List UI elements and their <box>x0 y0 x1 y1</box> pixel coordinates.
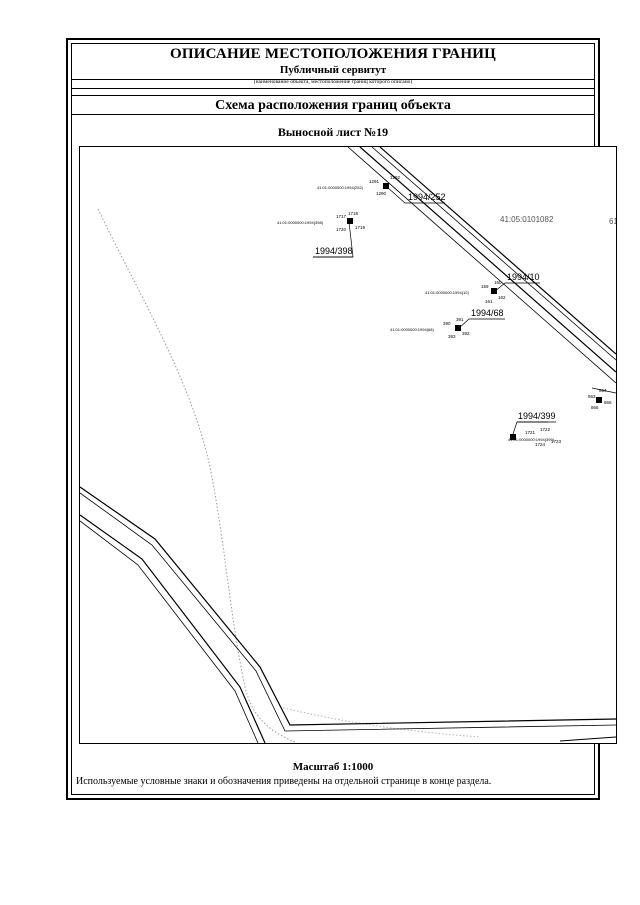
parcel-label: 1994/252 <box>408 192 446 202</box>
point-number: 1718 <box>348 211 359 216</box>
point-number: 865 <box>604 400 612 405</box>
point-number: 393 <box>448 334 456 339</box>
cadastral-number: 41:01:0000000:1994(68) <box>390 327 434 332</box>
divider <box>72 79 594 80</box>
point-number: 391 <box>456 317 464 322</box>
cadastral-block-label: 41:05:0101082 <box>500 215 554 224</box>
boundary-point-marker <box>455 325 461 331</box>
cadastral-edge-label: 61 <box>609 217 616 226</box>
road-edge-line <box>80 514 266 743</box>
cadastral-number: 41:01:0000000:1994(252) <box>317 185 364 190</box>
boundary-map: 41:05:0101082 61 1994/252 41:01:0000000:… <box>79 146 617 744</box>
boundary-point-marker <box>491 288 497 294</box>
point-number: 866 <box>591 405 599 410</box>
leader-line <box>493 282 540 293</box>
road-edge-line <box>559 736 616 742</box>
divider <box>72 95 594 96</box>
object-caption: (наименование объекта, местоположение гр… <box>253 79 413 85</box>
parcel-label: 1994/68 <box>471 308 504 318</box>
document-frame: ОПИСАНИЕ МЕСТОПОЛОЖЕНИЯ ГРАНИЦ Публичный… <box>66 38 617 800</box>
point-number: 159 <box>481 284 489 289</box>
boundary-point-marker <box>347 218 353 224</box>
point-number: 162 <box>498 295 506 300</box>
dotted-boundary-line <box>279 706 481 738</box>
object-type: Публичный сервитут <box>279 64 387 76</box>
parcel-label: 1994/398 <box>315 246 353 256</box>
document-inner-frame: ОПИСАНИЕ МЕСТОПОЛОЖЕНИЯ ГРАНИЦ Публичный… <box>71 43 617 795</box>
dotted-boundary-line <box>97 208 296 743</box>
leader-line <box>457 318 505 330</box>
point-number: 390 <box>443 321 451 326</box>
document-title: ОПИСАНИЕ МЕСТОПОЛОЖЕНИЯ ГРАНИЦ <box>170 46 496 62</box>
point-number: 1719 <box>355 225 366 230</box>
point-number: 1291 <box>369 179 380 184</box>
point-number: 863 <box>588 394 596 399</box>
point-number: 1290 <box>376 191 387 196</box>
point-number: 1720 <box>336 227 347 232</box>
point-number: 1721 <box>525 430 536 435</box>
leader-line <box>591 387 616 394</box>
map-drawing: 41:05:0101082 61 1994/252 41:01:0000000:… <box>80 147 616 743</box>
cadastral-number: 41:01:0000000:1994(399) <box>508 437 555 442</box>
road-edge-line <box>347 147 616 384</box>
road-edge-line <box>80 520 259 743</box>
divider <box>72 114 594 115</box>
divider <box>72 88 594 89</box>
cadastral-number: 41:01:0000000:1994(398) <box>277 220 324 225</box>
road-edge-line <box>379 147 616 355</box>
boundary-point-marker <box>510 434 516 440</box>
cadastral-number: 41:01:0000000:1994(10) <box>425 290 469 295</box>
road-edge-line <box>80 492 616 732</box>
point-number: 1724 <box>535 442 546 447</box>
road-edge-line <box>80 486 616 726</box>
boundary-point-marker <box>383 183 389 189</box>
road-edge-line <box>371 147 616 361</box>
point-number: 160 <box>494 280 502 285</box>
point-number: 1722 <box>540 427 551 432</box>
point-number: 1292 <box>390 175 401 180</box>
point-number: 864 <box>599 388 607 393</box>
legend-note: Используемые условные знаки и обозначени… <box>76 776 492 787</box>
sheet-title: Выносной лист №19 <box>277 125 389 139</box>
road-edge-line <box>359 147 616 373</box>
leader-line <box>386 186 445 204</box>
point-number: 161 <box>485 299 493 304</box>
boundary-point-marker <box>596 397 602 403</box>
parcel-label: 1994/10 <box>507 272 540 282</box>
map-scale: Масштаб 1:1000 <box>292 761 374 773</box>
section-title: Схема расположения границ объекта <box>215 98 451 113</box>
point-number: 392 <box>462 331 470 336</box>
point-number: 1723 <box>551 439 562 444</box>
point-number: 1717 <box>336 214 347 219</box>
parcel-label: 1994/399 <box>518 411 556 421</box>
